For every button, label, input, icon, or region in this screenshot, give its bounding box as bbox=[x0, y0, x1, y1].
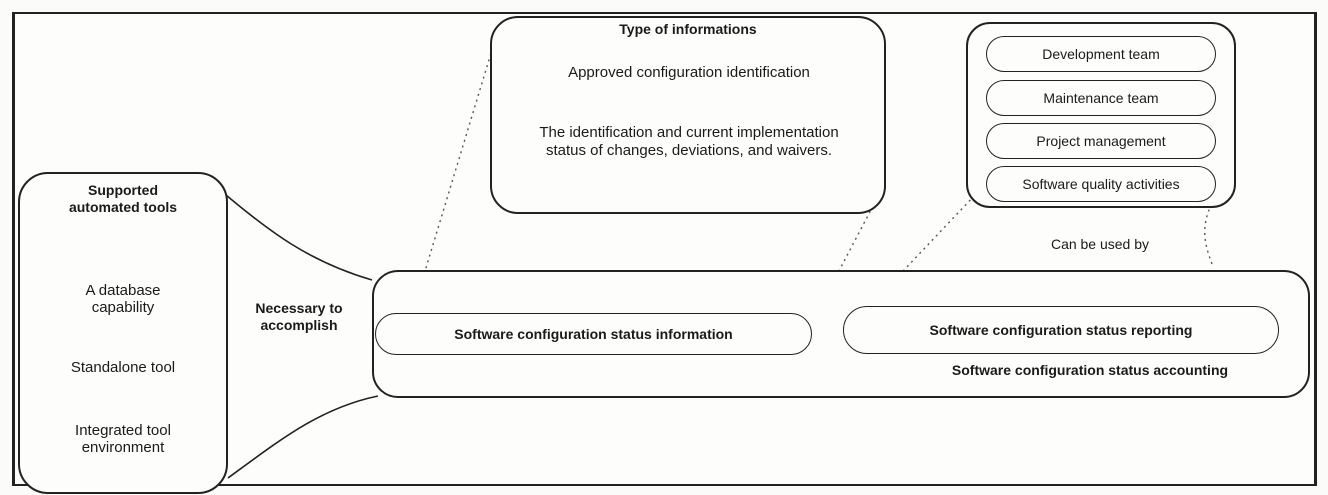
info-item-changes: The identification and current implement… bbox=[539, 124, 839, 159]
status-reporting-node: Software configuration status reporting bbox=[843, 306, 1279, 354]
can-be-used-by-label: Can be used by bbox=[1050, 236, 1150, 252]
user-maintenance-team: Maintenance team bbox=[986, 80, 1216, 116]
tools-box bbox=[18, 172, 228, 494]
user-development-team: Development team bbox=[986, 36, 1216, 72]
tool-integrated-label: Integrated tool environment bbox=[75, 422, 171, 456]
accounting-title: Software configuration status accounting bbox=[951, 362, 1229, 378]
tool-standalone-label: Standalone tool bbox=[70, 359, 176, 376]
info-types-title: Type of informations bbox=[619, 21, 757, 37]
user-software-quality: Software quality activities bbox=[986, 166, 1216, 202]
info-types-box bbox=[490, 16, 886, 214]
user-project-management: Project management bbox=[986, 123, 1216, 159]
necessary-label: Necessary to accomplish bbox=[255, 300, 343, 333]
info-item-approved: Approved configuration identification bbox=[568, 64, 810, 81]
tools-title: Supported automated tools bbox=[68, 182, 178, 215]
tool-database-label: A database capability bbox=[85, 282, 161, 316]
status-information-node: Software configuration status informatio… bbox=[375, 313, 812, 355]
